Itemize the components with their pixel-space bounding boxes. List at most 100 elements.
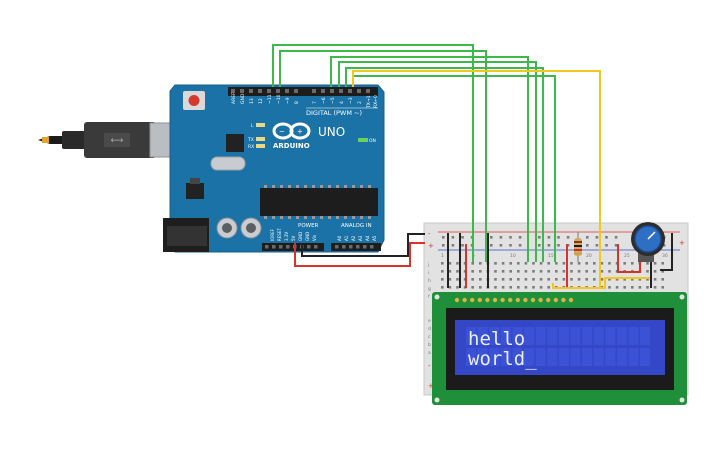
breadboard-hole[interactable] <box>623 278 626 281</box>
breadboard-hole[interactable] <box>562 278 566 281</box>
breadboard-hole[interactable] <box>577 262 581 265</box>
breadboard-hole[interactable] <box>595 244 599 247</box>
breadboard-hole[interactable] <box>562 262 566 265</box>
breadboard-hole[interactable] <box>471 286 474 289</box>
breadboard-hole[interactable] <box>585 270 588 273</box>
breadboard-hole[interactable] <box>509 262 512 265</box>
breadboard-hole[interactable] <box>646 262 649 265</box>
wire-pin3[interactable] <box>345 67 544 262</box>
breadboard-hole[interactable] <box>494 270 497 273</box>
breadboard-hole[interactable] <box>501 278 505 281</box>
breadboard-hole[interactable] <box>623 286 626 289</box>
breadboard-hole[interactable] <box>615 278 619 281</box>
breadboard-hole[interactable] <box>501 262 505 265</box>
wire-5v[interactable] <box>294 242 425 267</box>
breadboard-hole[interactable] <box>501 286 505 289</box>
breadboard-hole[interactable] <box>518 244 522 247</box>
breadboard-hole[interactable] <box>479 278 482 281</box>
breadboard-hole[interactable] <box>456 270 459 273</box>
breadboard-hole[interactable] <box>547 270 550 273</box>
breadboard-hole[interactable] <box>490 236 493 239</box>
breadboard-hole[interactable] <box>631 262 634 265</box>
breadboard-hole[interactable] <box>461 236 464 239</box>
breadboard-hole[interactable] <box>653 286 657 289</box>
breadboard-hole[interactable] <box>441 286 444 289</box>
breadboard-hole[interactable] <box>615 286 619 289</box>
breadboard-hole[interactable] <box>586 244 589 247</box>
breadboard-hole[interactable] <box>479 286 482 289</box>
breadboard-hole[interactable] <box>608 278 611 281</box>
breadboard-hole[interactable] <box>608 286 611 289</box>
breadboard-hole[interactable] <box>517 262 520 265</box>
breadboard-hole[interactable] <box>448 278 452 281</box>
breadboard-hole[interactable] <box>600 270 604 273</box>
breadboard-hole[interactable] <box>638 286 642 289</box>
breadboard-hole[interactable] <box>479 262 482 265</box>
breadboard-hole[interactable] <box>471 270 474 273</box>
breadboard-hole[interactable] <box>566 244 570 247</box>
breadboard-hole[interactable] <box>539 262 543 265</box>
potentiometer[interactable] <box>631 222 665 262</box>
breadboard-hole[interactable] <box>539 270 543 273</box>
breadboard-hole[interactable] <box>441 262 444 265</box>
breadboard-hole[interactable] <box>501 270 505 273</box>
wire-pin5[interactable] <box>330 56 529 262</box>
breadboard-hole[interactable] <box>518 236 522 239</box>
breadboard-hole[interactable] <box>608 270 611 273</box>
breadboard-hole[interactable] <box>547 244 551 247</box>
breadboard-hole[interactable] <box>532 286 535 289</box>
breadboard-hole[interactable] <box>524 262 528 265</box>
breadboard-hole[interactable] <box>524 270 528 273</box>
breadboard-hole[interactable] <box>471 278 474 281</box>
breadboard-hole[interactable] <box>547 286 550 289</box>
breadboard-hole[interactable] <box>600 262 604 265</box>
breadboard-hole[interactable] <box>448 270 452 273</box>
breadboard-jumpers[interactable] <box>447 233 673 289</box>
breadboard-hole[interactable] <box>557 236 560 239</box>
breadboard-hole[interactable] <box>653 278 657 281</box>
breadboard-hole[interactable] <box>448 286 452 289</box>
wire-pin12[interactable] <box>272 44 474 262</box>
breadboard-hole[interactable] <box>661 262 664 265</box>
breadboard-hole[interactable] <box>441 270 444 273</box>
breadboard-hole[interactable] <box>646 278 649 281</box>
breadboard-hole[interactable] <box>661 270 664 273</box>
breadboard-hole[interactable] <box>539 286 543 289</box>
breadboard-hole[interactable] <box>623 262 626 265</box>
breadboard-hole[interactable] <box>479 270 482 273</box>
breadboard-hole[interactable] <box>509 278 512 281</box>
breadboard-hole[interactable] <box>517 270 520 273</box>
breadboard-hole[interactable] <box>570 278 573 281</box>
breadboard-hole[interactable] <box>538 236 541 239</box>
breadboard-hole[interactable] <box>539 278 543 281</box>
wire-pin4[interactable] <box>338 61 537 262</box>
breadboard-hole[interactable] <box>646 270 649 273</box>
resistor[interactable] <box>574 232 582 262</box>
breadboard-hole[interactable] <box>577 278 581 281</box>
breadboard-hole[interactable] <box>547 278 550 281</box>
breadboard-hole[interactable] <box>461 244 464 247</box>
breadboard-hole[interactable] <box>662 244 666 247</box>
breadboard-hole[interactable] <box>661 278 664 281</box>
breadboard-hole[interactable] <box>605 236 608 239</box>
breadboard-hole[interactable] <box>499 244 503 247</box>
breadboard-hole[interactable] <box>494 286 497 289</box>
arduino-uno-board[interactable]: AREF GND 13 12 ~11 ~10 ~9 8 7 ~6 ~5 4 ~3… <box>163 84 385 253</box>
breadboard-hole[interactable] <box>631 286 634 289</box>
breadboard-hole[interactable] <box>451 244 455 247</box>
breadboard-hole[interactable] <box>524 286 528 289</box>
breadboard-hole[interactable] <box>653 262 657 265</box>
breadboard-hole[interactable] <box>448 262 452 265</box>
reset-button-cap[interactable] <box>188 95 200 106</box>
breadboard-hole[interactable] <box>499 236 503 239</box>
breadboard-hole[interactable] <box>490 244 493 247</box>
breadboard-hole[interactable] <box>570 270 573 273</box>
breadboard-hole[interactable] <box>494 278 497 281</box>
breadboard-hole[interactable] <box>442 236 445 239</box>
pot-gnd-wire[interactable] <box>660 233 673 271</box>
breadboard-hole[interactable] <box>653 270 657 273</box>
breadboard-hole[interactable] <box>562 270 566 273</box>
breadboard-hole[interactable] <box>555 278 558 281</box>
breadboard-hole[interactable] <box>441 278 444 281</box>
breadboard-hole[interactable] <box>614 244 618 247</box>
